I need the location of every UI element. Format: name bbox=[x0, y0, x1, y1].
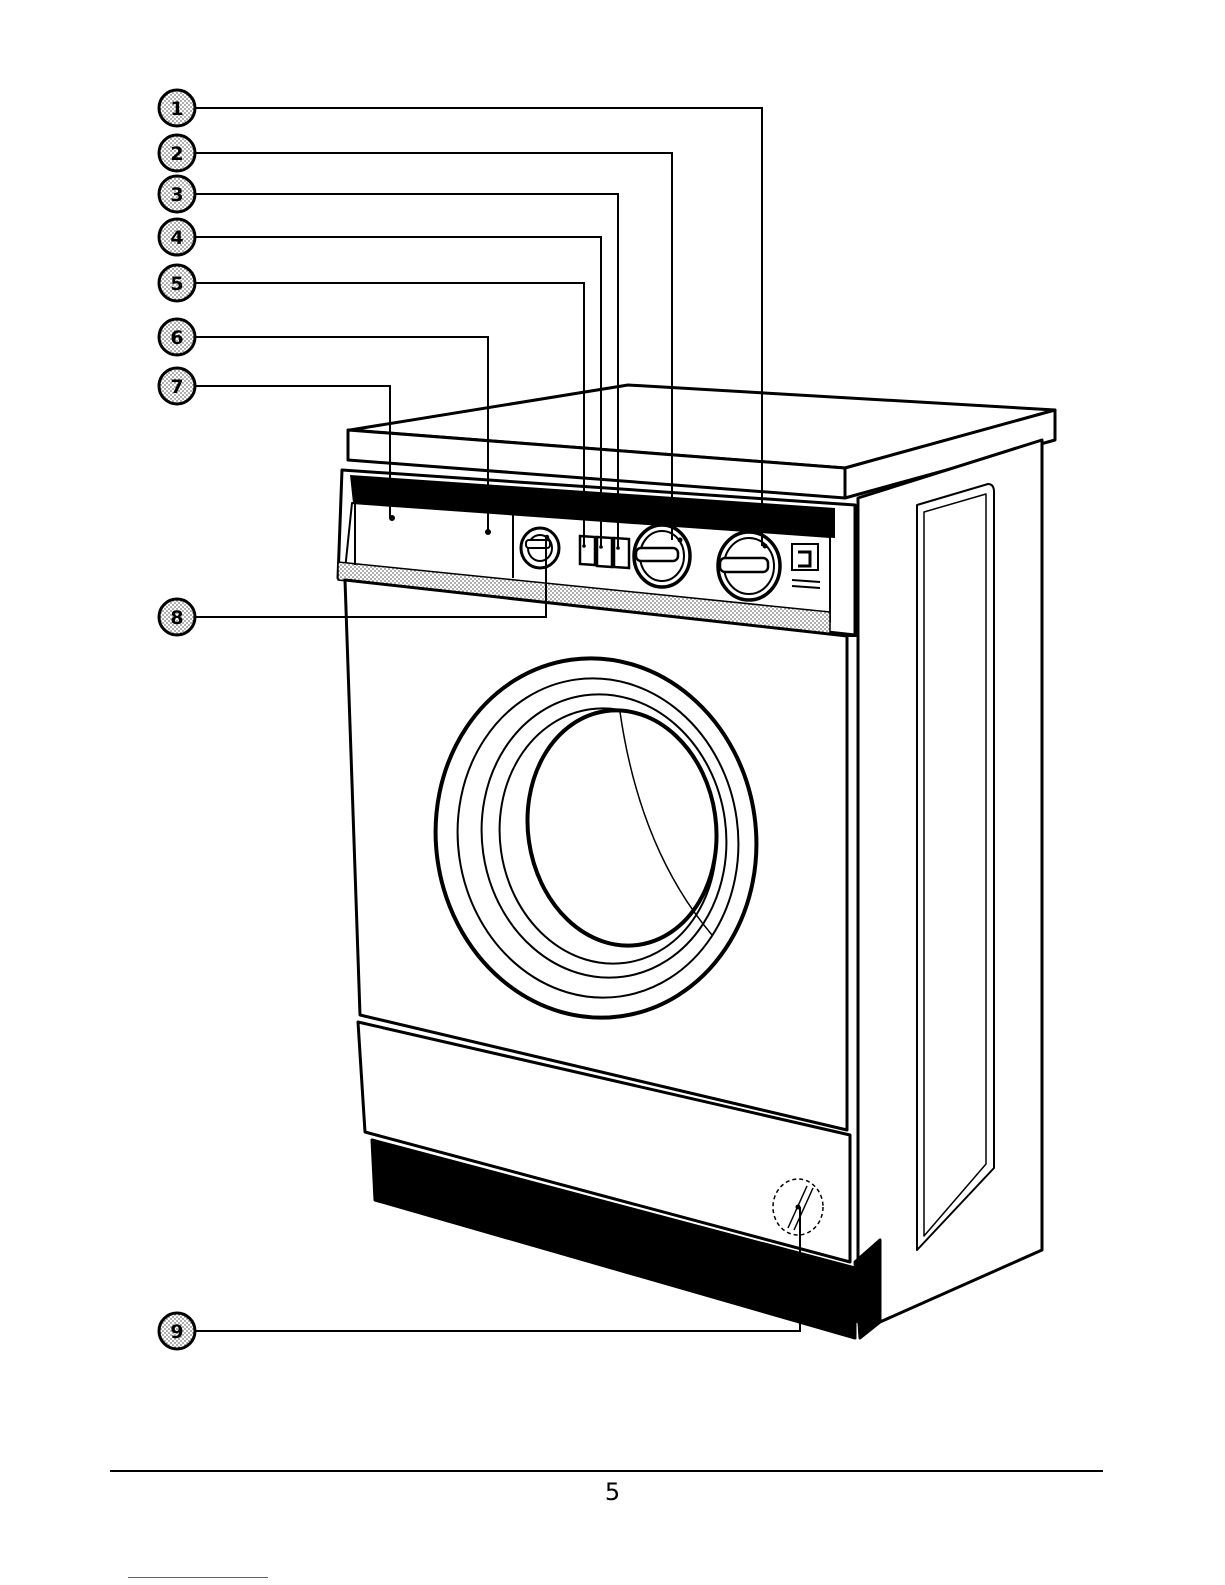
callout-label: 5 bbox=[170, 273, 183, 295]
push-buttons bbox=[580, 536, 629, 568]
programme-selector-knob[interactable] bbox=[718, 532, 780, 600]
callout-6: 6 bbox=[159, 319, 195, 355]
side-panel-inset bbox=[917, 484, 994, 1250]
callout-9: 9 bbox=[159, 1313, 195, 1349]
callout-label: 1 bbox=[170, 98, 183, 120]
callout-7: 7 bbox=[159, 368, 195, 404]
callout-3: 3 bbox=[159, 176, 195, 212]
callout-label: 9 bbox=[170, 1321, 183, 1343]
callout-badges: 1 2 3 4 5 6 7 8 bbox=[159, 90, 195, 1349]
on-off-switch[interactable] bbox=[521, 528, 559, 568]
callout-8: 8 bbox=[159, 599, 195, 635]
callout-label: 7 bbox=[170, 376, 183, 398]
callout-5: 5 bbox=[159, 265, 195, 301]
callout-label: 6 bbox=[170, 327, 183, 349]
callout-label: 4 bbox=[170, 227, 183, 249]
callout-2: 2 bbox=[159, 135, 195, 171]
link-underline bbox=[128, 1577, 268, 1578]
footer-rule bbox=[110, 1470, 1103, 1472]
callout-label: 3 bbox=[170, 184, 183, 206]
push-button-3[interactable] bbox=[614, 538, 629, 568]
push-button-2[interactable] bbox=[597, 537, 612, 567]
page-number: 5 bbox=[0, 1478, 1225, 1506]
temperature-selector-knob[interactable] bbox=[634, 525, 690, 587]
callout-label: 2 bbox=[170, 143, 183, 165]
callout-4: 4 bbox=[159, 219, 195, 255]
push-button-1[interactable] bbox=[580, 536, 595, 565]
callout-1: 1 bbox=[159, 90, 195, 126]
callout-label: 8 bbox=[170, 607, 183, 629]
